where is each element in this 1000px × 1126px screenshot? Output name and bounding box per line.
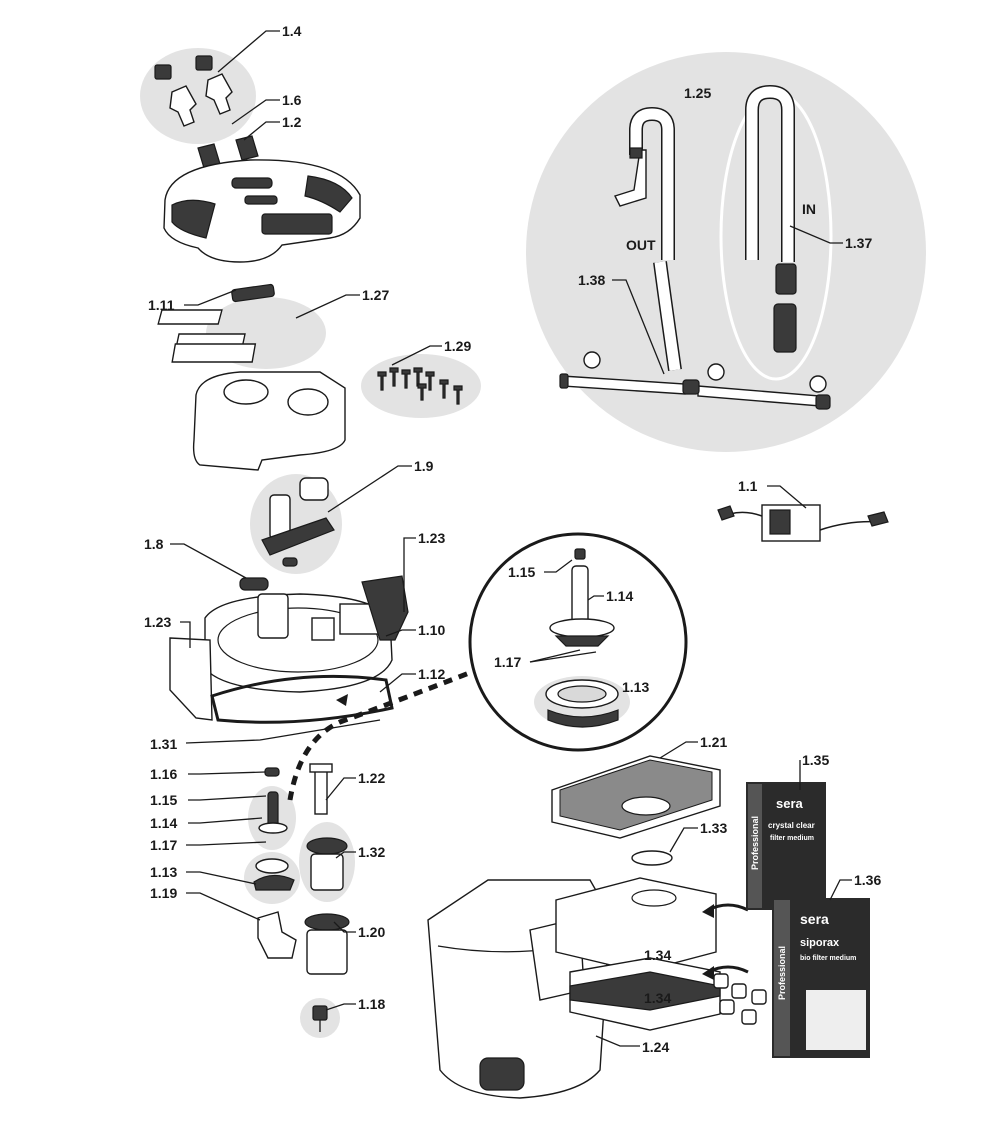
- pkg2-subtitle: bio filter medium: [800, 955, 856, 962]
- label-1-14-zoom: 1.14: [606, 588, 633, 604]
- bio-media-pieces-icon: [713, 973, 767, 1025]
- bracket-1-27-icon: [157, 309, 257, 363]
- motor-cover-icon: [192, 371, 346, 471]
- label-1-20: 1.20: [358, 924, 385, 940]
- label-1-31: 1.31: [150, 736, 177, 752]
- label-1-35: 1.35: [802, 752, 829, 768]
- filter-head-base-icon: [204, 577, 393, 693]
- clip-right-icon: [361, 575, 409, 641]
- prefilter-1-32-icon: [306, 837, 348, 891]
- label-1-15-zoom: 1.15: [508, 564, 535, 580]
- label-1-1: 1.1: [738, 478, 758, 494]
- intake-1-20-icon: [304, 913, 350, 975]
- label-1-23-right: 1.23: [418, 530, 445, 546]
- package-siporax: Professional sera siporax bio filter med…: [772, 898, 870, 1058]
- label-1-2: 1.2: [282, 114, 302, 130]
- filter-tray-1-21-icon: [551, 755, 721, 839]
- basket-upper-icon: [555, 877, 717, 973]
- label-in: IN: [802, 201, 816, 217]
- label-1-34-upper: 1.34: [644, 947, 671, 963]
- elbow-1-19-icon: [257, 911, 297, 959]
- shaft-1-22-icon: [309, 763, 333, 815]
- part-labels: 1.4 1.6 1.2 1.11 1.27 1.29 1.9 1.8 1.23 …: [144, 23, 881, 1055]
- label-1-24: 1.24: [642, 1039, 669, 1055]
- outlet-pipe-1-25-icon: [614, 106, 682, 371]
- gasket-1-11-icon: [231, 283, 275, 303]
- inlet-pipe-1-37-icon: [745, 84, 797, 353]
- power-supply-1-1-icon: [717, 504, 889, 542]
- label-1-37: 1.37: [845, 235, 872, 251]
- pkg2-side-label: Professional: [777, 946, 787, 1000]
- pkg1-product: crystal clear: [768, 821, 815, 830]
- label-1-13-zoom: 1.13: [622, 679, 649, 695]
- label-1-29: 1.29: [444, 338, 471, 354]
- basket-lower-icon: [569, 957, 721, 1031]
- impeller-left-icon: [258, 791, 288, 834]
- filter-head-lid-icon: [163, 159, 361, 263]
- label-1-4: 1.4: [282, 23, 302, 39]
- label-1-34-lower: 1.34: [644, 990, 671, 1006]
- pkg1-brand: sera: [776, 796, 804, 811]
- label-1-13-left: 1.13: [150, 864, 177, 880]
- label-1-14-left: 1.14: [150, 815, 177, 831]
- pkg2-product: siporax: [800, 937, 840, 949]
- label-1-9: 1.9: [414, 458, 434, 474]
- valve-1-18-icon: [312, 1005, 328, 1032]
- ring-1-33-icon: [631, 850, 673, 866]
- label-1-21: 1.21: [700, 734, 727, 750]
- label-1-12: 1.12: [418, 666, 445, 682]
- label-1-27: 1.27: [362, 287, 389, 303]
- seal-ring-1-12-icon: [210, 674, 394, 724]
- label-1-8: 1.8: [144, 536, 164, 552]
- label-1-36: 1.36: [854, 872, 881, 888]
- label-1-15-left: 1.15: [150, 792, 177, 808]
- heater-module-icon: [261, 477, 335, 567]
- label-1-32: 1.32: [358, 844, 385, 860]
- highlight-1-25: [526, 52, 926, 452]
- label-1-6: 1.6: [282, 92, 302, 108]
- package-crystal-clear: Professional sera crystal clear filter m…: [746, 782, 826, 910]
- label-1-16: 1.16: [150, 766, 177, 782]
- clip-left-icon: [169, 637, 213, 721]
- leader-lines: [170, 30, 852, 1047]
- filter-arrows-icon: [702, 903, 749, 980]
- pkg1-side-label: Professional: [750, 816, 760, 870]
- connector-dashed-line: [287, 665, 483, 801]
- nozzle-set-icon: [154, 55, 259, 169]
- label-1-33: 1.33: [700, 820, 727, 836]
- label-1-18: 1.18: [358, 996, 385, 1012]
- label-1-11: 1.11: [148, 297, 175, 313]
- pkg2-brand: sera: [800, 911, 829, 927]
- impeller-zoom-circle: [468, 532, 688, 752]
- label-1-17-zoom: 1.17: [494, 654, 521, 670]
- label-1-38: 1.38: [578, 272, 605, 288]
- label-1-23-left: 1.23: [144, 614, 171, 630]
- nut-1-16-icon: [264, 767, 280, 777]
- pkg1-subtitle: filter medium: [770, 835, 814, 842]
- label-1-25: 1.25: [684, 85, 711, 101]
- spray-bar-1-38-icon: [559, 351, 831, 410]
- label-1-22: 1.22: [358, 770, 385, 786]
- label-1-17-left: 1.17: [150, 837, 177, 853]
- seal-1-13-left-icon: [253, 858, 295, 891]
- screws-icon: [377, 367, 463, 405]
- label-1-19: 1.19: [150, 885, 177, 901]
- label-out: OUT: [626, 237, 656, 253]
- label-1-10: 1.10: [418, 622, 445, 638]
